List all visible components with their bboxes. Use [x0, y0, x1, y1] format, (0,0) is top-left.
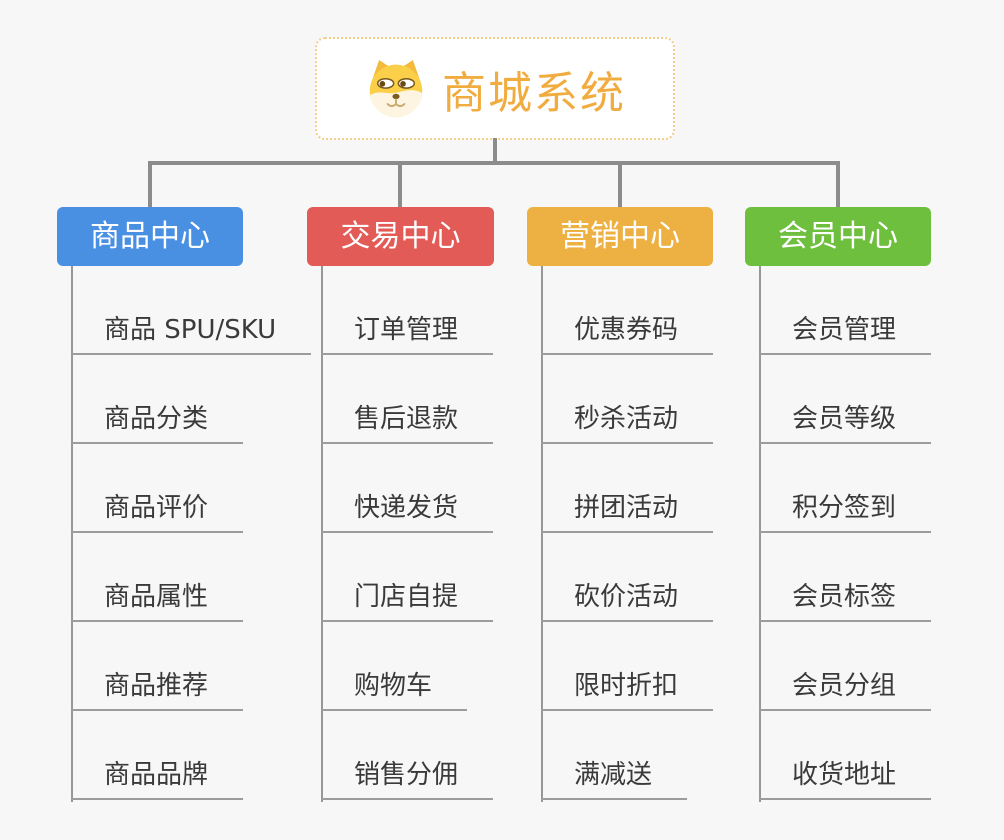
leaf-node[interactable]: 商品属性 — [71, 578, 244, 622]
leaf-node[interactable]: 优惠券码 — [541, 311, 714, 355]
leaf-node[interactable]: 门店自提 — [321, 578, 494, 622]
branch-trunk-member — [759, 266, 761, 802]
branch-node-product-center[interactable]: 商品中心 — [57, 207, 243, 266]
root-node[interactable]: 商城系统 — [315, 37, 675, 140]
branch-node-marketing-center[interactable]: 营销中心 — [527, 207, 713, 266]
leaf-node[interactable]: 拼团活动 — [541, 489, 714, 533]
doge-icon — [369, 59, 423, 117]
leaf-node[interactable]: 商品品牌 — [71, 756, 244, 800]
connector-drop-product — [148, 161, 152, 207]
branch-trunk-trade — [321, 266, 323, 802]
connector-drop-member — [836, 161, 840, 207]
leaf-node[interactable]: 会员管理 — [759, 311, 932, 355]
connector-drop-trade — [398, 161, 402, 207]
branch-node-member-center[interactable]: 会员中心 — [745, 207, 931, 266]
leaf-node[interactable]: 会员分组 — [759, 667, 932, 711]
leaf-node[interactable]: 购物车 — [321, 667, 468, 711]
leaf-node[interactable]: 满减送 — [541, 756, 688, 800]
leaf-node[interactable]: 商品 SPU/SKU — [71, 311, 312, 355]
leaf-node[interactable]: 订单管理 — [321, 311, 494, 355]
leaf-node[interactable]: 销售分佣 — [321, 756, 494, 800]
branch-node-trade-center[interactable]: 交易中心 — [307, 207, 494, 266]
leaf-node[interactable]: 限时折扣 — [541, 667, 714, 711]
root-node-title: 商城系统 — [442, 67, 626, 119]
leaf-node[interactable]: 秒杀活动 — [541, 400, 714, 444]
leaf-node[interactable]: 收货地址 — [759, 756, 932, 800]
branch-trunk-product — [71, 266, 73, 802]
connector-drop-marketing — [618, 161, 622, 207]
leaf-node[interactable]: 商品推荐 — [71, 667, 244, 711]
leaf-node[interactable]: 积分签到 — [759, 489, 932, 533]
leaf-node[interactable]: 砍价活动 — [541, 578, 714, 622]
leaf-node[interactable]: 商品分类 — [71, 400, 244, 444]
leaf-node[interactable]: 会员等级 — [759, 400, 932, 444]
leaf-node[interactable]: 快递发货 — [321, 489, 494, 533]
leaf-node[interactable]: 商品评价 — [71, 489, 244, 533]
leaf-node[interactable]: 会员标签 — [759, 578, 932, 622]
connector-rail — [148, 161, 840, 165]
leaf-node[interactable]: 售后退款 — [321, 400, 494, 444]
connector-root-stem — [493, 138, 497, 163]
branch-trunk-marketing — [541, 266, 543, 802]
